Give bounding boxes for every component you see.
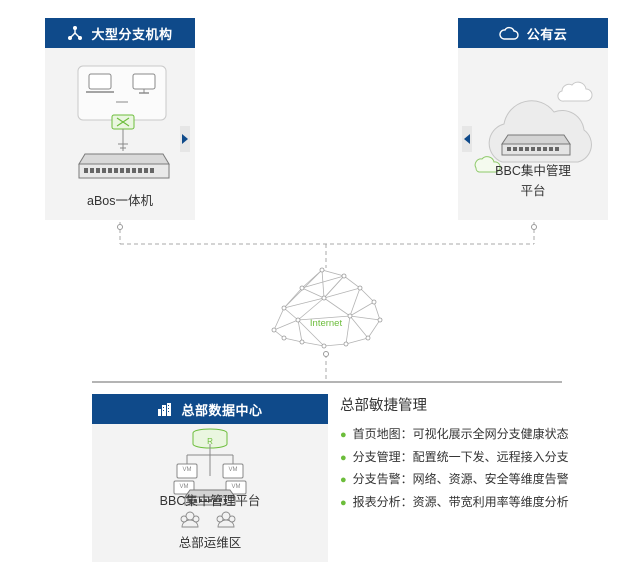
branch-card: 大型分支机构 aBos一体机 (45, 18, 195, 220)
feature-text: 首页地图：可视化展示全网分支健康状态 (352, 427, 569, 441)
ops-users-icon (180, 511, 236, 528)
vm-label: VM (182, 467, 192, 473)
next-arrow-button[interactable] (180, 126, 190, 152)
feature-item: ● 分支告警：网络、资源、安全等维度告警 (340, 468, 569, 491)
bullet-dot-icon: ● (340, 496, 347, 509)
vm-label: VM (228, 467, 238, 473)
building-icon (157, 402, 173, 416)
feature-item: ● 首页地图：可视化展示全网分支健康状态 (340, 423, 569, 446)
feature-text: 分支管理：配置统一下发、远程接入分支 (352, 449, 569, 464)
branch-title: 大型分支机构 (91, 26, 173, 42)
public-cloud-header: 公有云 (458, 18, 608, 48)
chevron-right-icon (182, 134, 188, 144)
bbc-hq-platform-label: BBC集中管理平台 (159, 494, 261, 508)
public-cloud-title: 公有云 (526, 26, 568, 42)
hq-network-illustration (173, 428, 247, 506)
abos-device-illustration (77, 65, 170, 179)
feature-text: 分支告警：网络、资源、安全等维度告警 (352, 472, 569, 486)
features-title: 总部敏捷管理 (340, 398, 427, 414)
vm-label: VM (179, 484, 189, 490)
vm-label: VM (231, 484, 241, 490)
bbc-cloud-label-line1: BBC集中管理 (495, 164, 571, 178)
bullet-dot-icon: ● (340, 429, 347, 441)
feature-text: 报表分析：资源、带宽利用率等维度分析 (352, 494, 569, 509)
hq-title: 总部数据中心 (181, 402, 263, 418)
internet-label: Internet (309, 318, 343, 329)
internet-cloud-mesh (271, 267, 383, 349)
bullet-dot-icon: ● (340, 451, 347, 464)
router-letter: R (207, 437, 213, 446)
hq-datacenter-card: 总部数据中心 R VM VM VM VM BBC集中管理平台 总部运维区 (92, 394, 328, 562)
bbc-cloud-label-line2: 平台 (520, 184, 546, 198)
feature-item: ● 分支管理：配置统一下发、远程接入分支 (340, 446, 569, 469)
chevron-left-icon (464, 134, 470, 144)
cloud-server-illustration (474, 81, 593, 173)
hq-header: 总部数据中心 (92, 394, 328, 424)
branch-header: 大型分支机构 (45, 18, 195, 48)
prev-arrow-button[interactable] (462, 126, 472, 152)
feature-item: ● 报表分析：资源、带宽利用率等维度分析 (340, 491, 569, 514)
abos-device-label: aBos一体机 (87, 194, 153, 208)
cloud-icon (499, 26, 519, 40)
public-cloud-card: 公有云 BBC集中管理 平台 (458, 18, 608, 220)
network-tree-icon (67, 25, 83, 41)
features-list: ●首页地图：可视化展示全网分支健康状态 ●分支管理：配置统一下发、远程接入分支 … (340, 423, 569, 513)
bullet-dot-icon: ● (340, 474, 347, 486)
hq-ops-area-label: 总部运维区 (178, 536, 242, 550)
